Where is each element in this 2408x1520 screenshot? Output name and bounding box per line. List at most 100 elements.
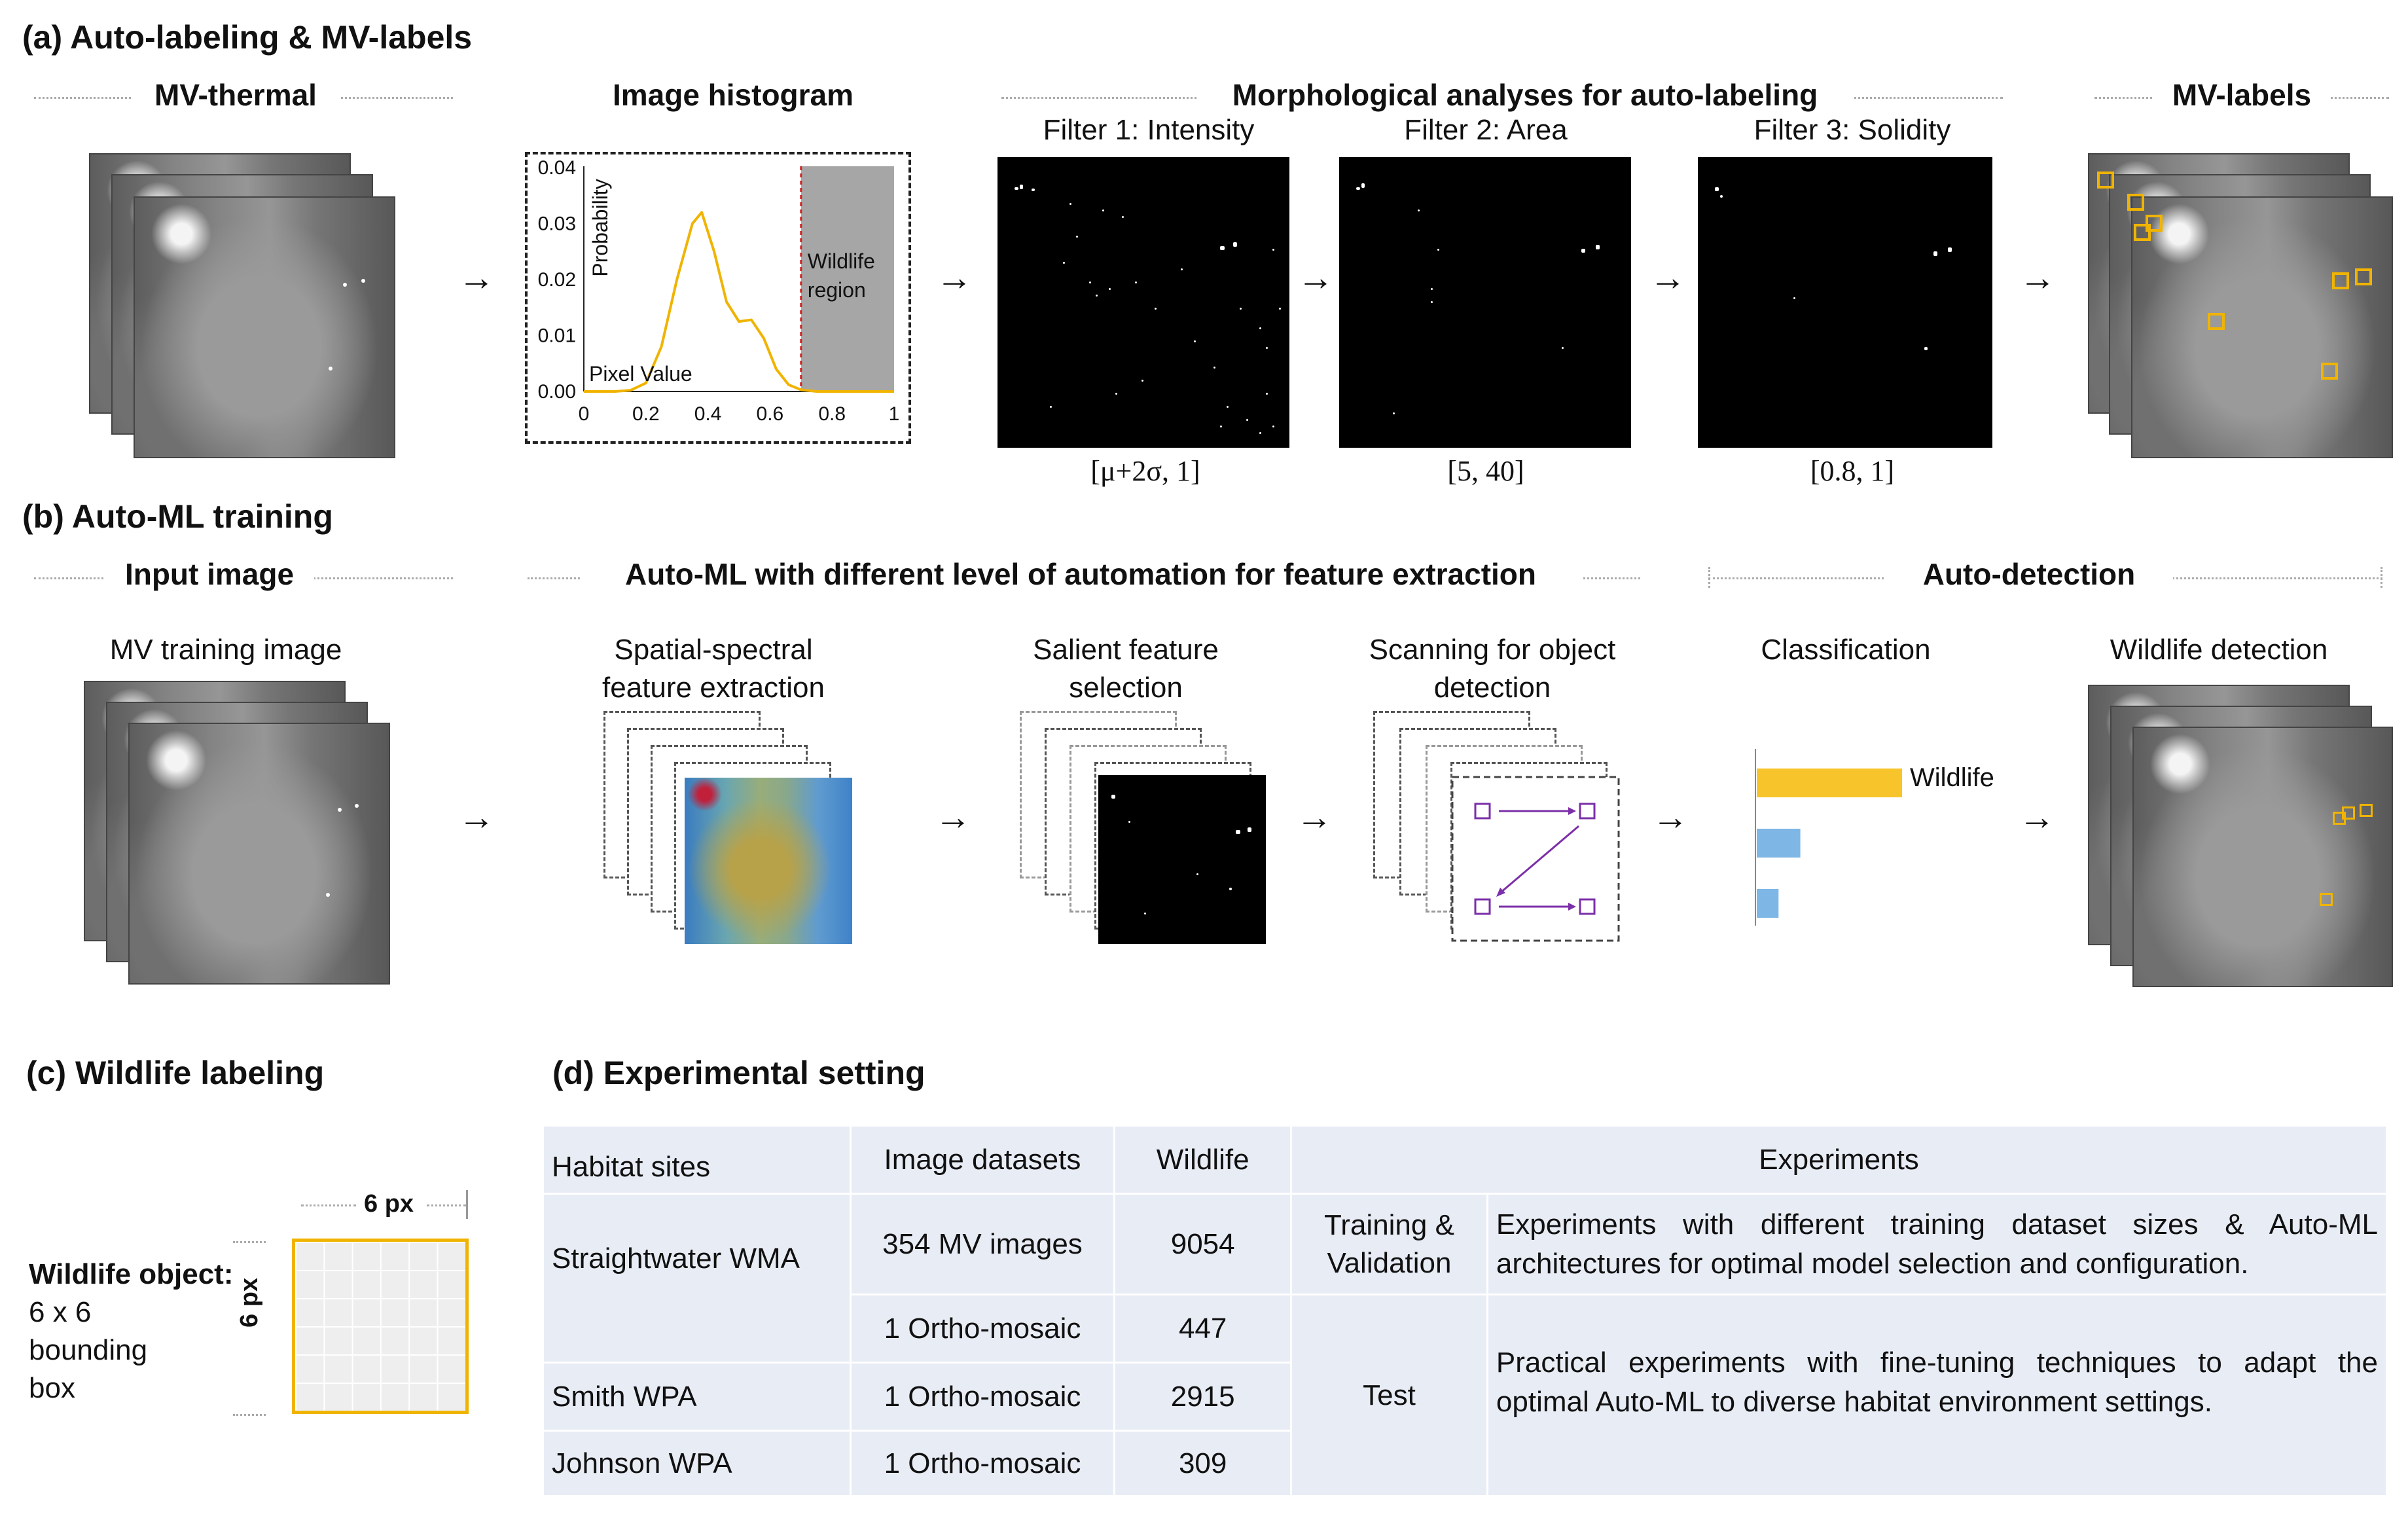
region-label: region — [808, 278, 866, 302]
experiment-desc-cell: Experiments with different training data… — [1486, 1193, 2388, 1295]
width-label: 6 px — [364, 1190, 414, 1218]
arrow-icon: → — [2019, 796, 2055, 837]
header-wildlife: Wildlife — [1113, 1125, 1293, 1195]
col-histogram-header: Image histogram — [612, 78, 854, 112]
x-tick-label: 0.8 — [818, 403, 846, 425]
col-mv-thermal-header: MV-thermal — [131, 77, 340, 113]
arrow-icon: → — [935, 796, 971, 837]
x-tick-label: 0.6 — [757, 403, 784, 425]
blob — [1279, 308, 1281, 310]
wildlife-cell: 447 — [1113, 1294, 1293, 1364]
y-axis-label: Probability — [588, 179, 612, 276]
wildlife-bar-label: Wildlife — [1910, 763, 1994, 792]
blob — [1924, 347, 1928, 350]
blob — [1361, 183, 1365, 188]
blob — [1246, 419, 1248, 421]
blob — [1111, 795, 1115, 799]
site-cell: Smith WPA — [542, 1362, 852, 1432]
classification-bar — [1757, 889, 1779, 918]
wildlife-cell: 2915 — [1113, 1362, 1293, 1432]
detection-box — [2342, 806, 2355, 820]
blob — [1248, 827, 1251, 832]
wildlife-cell: 9054 — [1113, 1193, 1293, 1295]
header-habitat: Habitat sites — [542, 1125, 852, 1195]
blob — [1102, 209, 1104, 211]
blob — [1393, 412, 1395, 414]
section-a-title: (a) Auto-labeling & MV-labels — [22, 19, 473, 56]
arrow-icon: → — [458, 796, 495, 837]
x-tick-label: 0.2 — [632, 403, 660, 425]
blob — [1793, 297, 1795, 299]
classification-bar — [1757, 829, 1801, 858]
arrow-icon: → — [458, 257, 495, 298]
blob — [1213, 367, 1215, 369]
label-box — [2332, 272, 2349, 289]
blob — [1109, 288, 1111, 290]
scan-diagram — [1451, 776, 1620, 942]
header-datasets: Image datasets — [849, 1125, 1116, 1195]
blob — [1194, 340, 1196, 342]
x-tick-label: 0 — [579, 403, 590, 425]
classification-chart — [1755, 749, 1902, 926]
filter-1-range: [μ+2σ, 1] — [1090, 455, 1200, 487]
x-axis-label: Pixel Value — [589, 362, 692, 386]
feature-map — [685, 778, 852, 944]
blob — [1720, 195, 1723, 198]
blob — [1076, 236, 1078, 238]
step1-label-2: feature extraction — [602, 672, 825, 704]
object-desc-1: 6 x 6 — [29, 1296, 92, 1328]
thermal-image — [128, 723, 390, 985]
arrow-icon: → — [2019, 257, 2056, 298]
step2-label-1: Salient feature — [1033, 634, 1219, 666]
label-box — [2127, 194, 2144, 211]
experiment-desc-cell: Practical experiments with fine-tuning t… — [1486, 1294, 2388, 1497]
thermal-image — [134, 196, 395, 458]
col-autodet-header: Auto-detection — [1885, 556, 2173, 592]
table-row: Johnson WPA 1 Ortho-mosaic 309 — [542, 1430, 2387, 1497]
dataset-cell: 1 Ortho-mosaic — [849, 1294, 1116, 1364]
thermal-image — [2131, 196, 2393, 458]
blob — [1155, 308, 1157, 310]
blob — [1266, 347, 1268, 349]
detection-box — [2320, 893, 2333, 906]
blob — [1581, 249, 1585, 253]
arrow-icon: → — [1652, 796, 1689, 837]
x-tick-label: 0.4 — [694, 403, 722, 425]
col-input-header: Input image — [105, 556, 314, 592]
blob — [1272, 425, 1274, 427]
filter-3-range: [0.8, 1] — [1810, 455, 1895, 487]
step3-label-2: detection — [1433, 672, 1551, 704]
blob — [1181, 268, 1183, 270]
wildlife-cell: 309 — [1113, 1430, 1293, 1497]
table-header-row: Habitat sites Image datasets Wildlife Ex… — [542, 1125, 2388, 1195]
blob — [1063, 262, 1065, 264]
step2-label-2: selection — [1069, 672, 1183, 704]
blob — [1128, 821, 1130, 823]
col-automl-header: Auto-ML with different level of automati… — [580, 556, 1581, 592]
y-tick-label: 0.04 — [538, 157, 576, 179]
blob — [1356, 187, 1360, 190]
detection-label: Wildlife detection — [2110, 634, 2328, 666]
blob — [1259, 432, 1261, 434]
site-cell: Straightwater WMA — [542, 1193, 852, 1364]
object-desc-3: box — [29, 1372, 75, 1404]
y-tick-label: 0.01 — [538, 325, 576, 347]
object-label: Wildlife object: — [29, 1258, 232, 1290]
salient-map — [1098, 775, 1266, 944]
blob — [1948, 247, 1952, 252]
filter-1-output — [997, 157, 1289, 448]
label-box — [2355, 268, 2372, 285]
blob — [1431, 288, 1433, 290]
section-d-title: (d) Experimental setting — [552, 1055, 925, 1091]
dataset-cell: 1 Ortho-mosaic — [849, 1430, 1116, 1497]
label-box — [2208, 313, 2225, 330]
y-tick-label: 0.03 — [538, 213, 576, 235]
blob — [1259, 327, 1261, 329]
histogram-line — [584, 211, 894, 393]
phase-cell: Test — [1290, 1294, 1488, 1497]
table-row: 1 Ortho-mosaic 447 Test Practical experi… — [543, 1294, 2388, 1497]
blob — [1236, 830, 1240, 834]
label-box — [2097, 172, 2114, 189]
filter-1-title: Filter 1: Intensity — [1043, 114, 1255, 146]
blob — [1229, 888, 1232, 890]
